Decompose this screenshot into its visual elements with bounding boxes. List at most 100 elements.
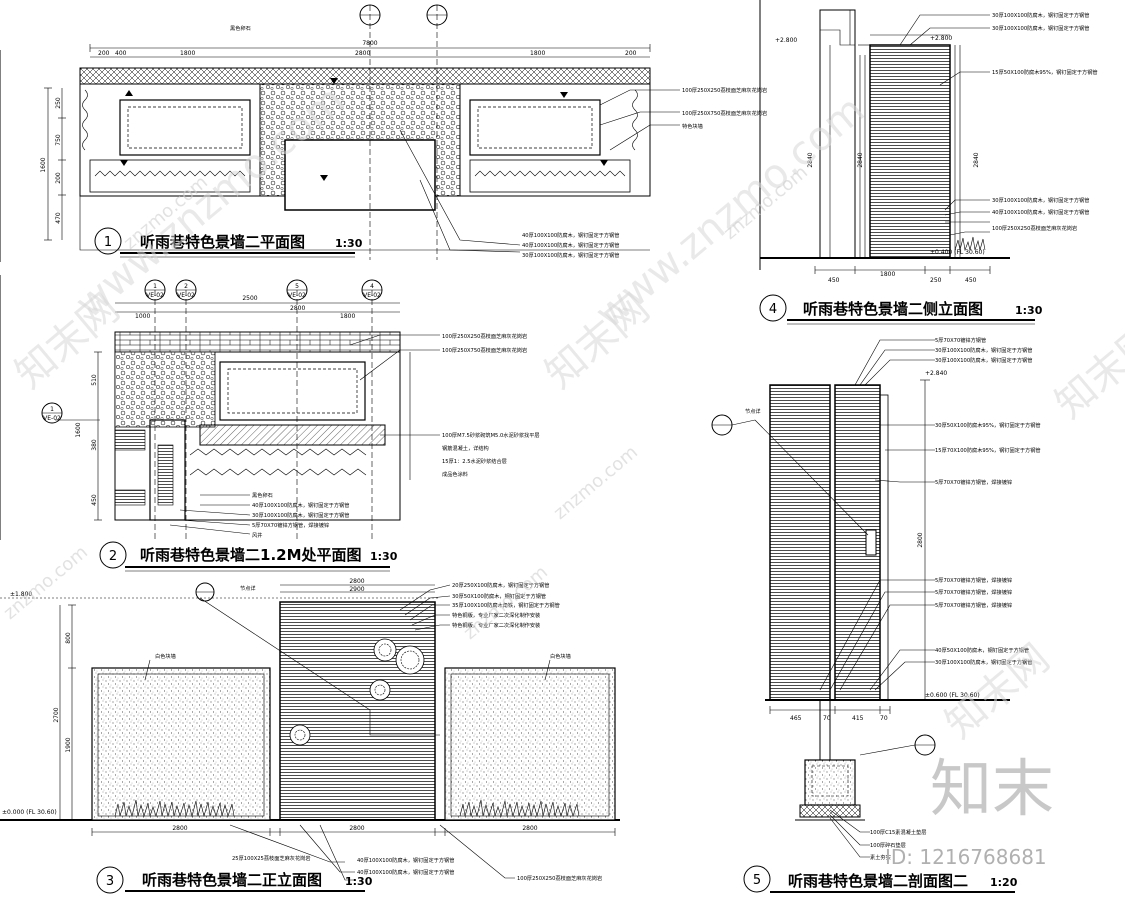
side4-note: 15厚50X100防腐木95%，钢钉固定于方钢管 (992, 68, 1098, 76)
level-label: +2.840 (925, 370, 947, 377)
elev3-note: 100厚250X250荔枝面芝麻灰花岗岩 (517, 874, 602, 882)
dim-text: 2840 (973, 152, 980, 167)
dim-text: 2800 (349, 825, 364, 832)
section5-note: 5厚70X70镀锌方钢管，焊接镀锌 (935, 478, 1012, 486)
marker-ref: VE-02 (288, 292, 306, 299)
plan2-dimensions: 2500 1000 2800 1800 1600 510 380 450 100… (75, 295, 540, 539)
node-label: 节点详 (745, 407, 761, 415)
dim-text: 2840 (857, 152, 864, 167)
dim-text: 1800 (880, 271, 895, 278)
marker-number: 1 (153, 283, 157, 290)
view5-title: 听雨巷特色景墙二剖面图二 (788, 872, 968, 890)
dim-text: 1800 (340, 313, 355, 320)
dim-text: 450 (91, 494, 98, 506)
elev3-note: 特色铜版，专业厂家二次深化制作安装 (452, 621, 540, 629)
plan1-note: 特色块墙 (682, 122, 703, 130)
marker-number: 4 (370, 283, 374, 290)
section5-note: 100厚C15素混凝土垫层 (870, 828, 926, 836)
dim-text: 200 (625, 50, 637, 57)
side4-note: 40厚100X100防腐木，钢钉固定于方钢管 (992, 208, 1089, 216)
section5-note: 30厚50X100防腐木95%，钢钉固定于方钢管 (935, 421, 1041, 429)
plan1-note: 40厚100X100防腐木，钢钉固定于方钢管 (522, 241, 619, 249)
view1-number: 1 (104, 235, 112, 250)
level-label: ±0.000 (FL 30.60) (2, 809, 57, 816)
plan2-note: 100厚250X250荔枝面芝麻灰花岗岩 (442, 332, 527, 340)
view5-number: 5 (753, 873, 761, 888)
dim-text: 1600 (75, 422, 82, 437)
view3-title: 听雨巷特色景墙二正立面图 (142, 871, 322, 889)
view4-side-elevation (759, 0, 1010, 274)
dim-text: 2800 (355, 50, 370, 57)
section5-note: 100厚碎石垫层 (870, 841, 906, 849)
view2-title: 听雨巷特色景墙二1.2M处平面图 (140, 546, 362, 564)
view4-number: 4 (769, 302, 777, 317)
plan1-note: 100厚250X250荔枝面芝麻灰花岗岩 (682, 86, 767, 94)
marker-ref: VE-02 (146, 292, 164, 299)
marker-ref: VE-02 (43, 415, 61, 422)
level-label: ±0.600 (FL 30.60) (925, 692, 980, 699)
view3-front-elevation (0, 584, 620, 881)
plan2-note: 30厚100X100防腐木，钢钉固定于方钢管 (252, 511, 349, 519)
section5-note: 5厚70X70镀锌方钢管，焊接镀锌 (935, 601, 1012, 609)
dim-text: 2500 (242, 295, 257, 302)
elev3-note: 35厚100X100防腐木角铁，钢钉固定于方钢管 (452, 601, 560, 609)
dim-text: 70 (823, 715, 831, 722)
dim-text: 1800 (180, 50, 195, 57)
marker-number: 1 (50, 406, 54, 413)
view5-scale: 1:20 (990, 876, 1018, 889)
marker-number: 2 (184, 283, 188, 290)
plan2-section-markers: 1 VE-02 2 VE-02 5 VE-02 4 VE-02 1 VE-02 (41, 279, 383, 424)
dim-text: 415 (852, 715, 864, 722)
plan2-note: 100厚M7.5砂浆砌筑M5.0水泥砂浆找平层 (442, 431, 540, 439)
watermark-logo: 知末网 (1047, 315, 1125, 427)
elev3-note: 40厚100X100防腐木，钢钉固定于方钢管 (357, 856, 454, 864)
plan2-note: 成品色涂料 (442, 470, 468, 478)
title-view2: 2 听雨巷特色景墙二1.2M处平面图 1:30 (99, 541, 398, 572)
view1-title: 听雨巷特色景墙二平面图 (140, 233, 305, 251)
wall-label: 白色块墙 (155, 652, 176, 660)
dim-text: 2800 (917, 532, 924, 547)
title-view3: 3 听雨巷特色景墙二正立面图 1:30 (96, 866, 373, 894)
watermark-id: ID: 1216768681 (885, 845, 1047, 869)
elev3-note: 特色铜版，专业厂家二次深化制作安装 (452, 611, 540, 619)
section5-note: 30厚100X100防腐木，钢钉固定于方钢管 (935, 346, 1032, 354)
dim-text: 250 (55, 97, 62, 109)
view5-section (711, 339, 1010, 858)
side4-note: 30厚100X100防腐木，钢钉固定于方钢管 (992, 24, 1089, 32)
view2-number: 2 (109, 549, 117, 564)
elev3-note: 40厚100X100防腐木，钢钉固定于方钢管 (357, 868, 454, 876)
level-label: +2.800 (930, 35, 952, 42)
dim-text: 400 (115, 50, 127, 57)
view3-number: 3 (106, 874, 114, 889)
dim-text: 2700 (53, 707, 60, 722)
dim-text: 2800 (290, 305, 305, 312)
section5-note: 5厚70X70镀锌方钢管，焊接镀锌 (935, 588, 1012, 596)
level-label: +2.800 (775, 37, 797, 44)
dim-text: 2840 (807, 152, 814, 167)
marker-ref: VE-02 (177, 292, 195, 299)
elev3-text: ±1.800 ±0.000 (FL 30.60) 2700 800 1900 2… (2, 578, 602, 882)
marker-ref: VE-02 (363, 292, 381, 299)
watermark-site: znzmo.com (0, 542, 92, 624)
dim-text: 465 (790, 715, 802, 722)
level-label: ±0.400 (FL 30.60) (930, 249, 985, 256)
plan1-note: 30厚100X100防腐木，钢钉固定于方钢管 (522, 251, 619, 259)
view4-scale: 1:30 (1015, 304, 1043, 317)
dim-text: 200 (98, 50, 110, 57)
section5-note: 素土夯实 (870, 853, 891, 861)
dim-text: 1800 (530, 50, 545, 57)
dim-text: 200 (55, 172, 62, 184)
dim-text: 380 (91, 439, 98, 451)
dim-text: 750 (55, 134, 62, 146)
dim-text: 470 (55, 212, 62, 224)
watermark-logo-big: 知末 (930, 752, 1054, 825)
view2-scale: 1:30 (370, 550, 398, 563)
plan2-note: 100厚250X750荔枝面芝麻灰花岗岩 (442, 346, 527, 354)
section5-note: 15厚70X100防腐木95%，钢钉固定于方钢管 (935, 446, 1041, 454)
section5-note: 5厚70X70镀锌方钢管 (935, 336, 986, 344)
dim-text: 1000 (135, 313, 150, 320)
wall-label: 白色块墙 (550, 652, 571, 660)
plan2-note: 钢筋混凝土，详结构 (442, 444, 489, 452)
section5-note: 40厚50X100防腐木，钢钉固定于方钢管 (935, 646, 1029, 654)
